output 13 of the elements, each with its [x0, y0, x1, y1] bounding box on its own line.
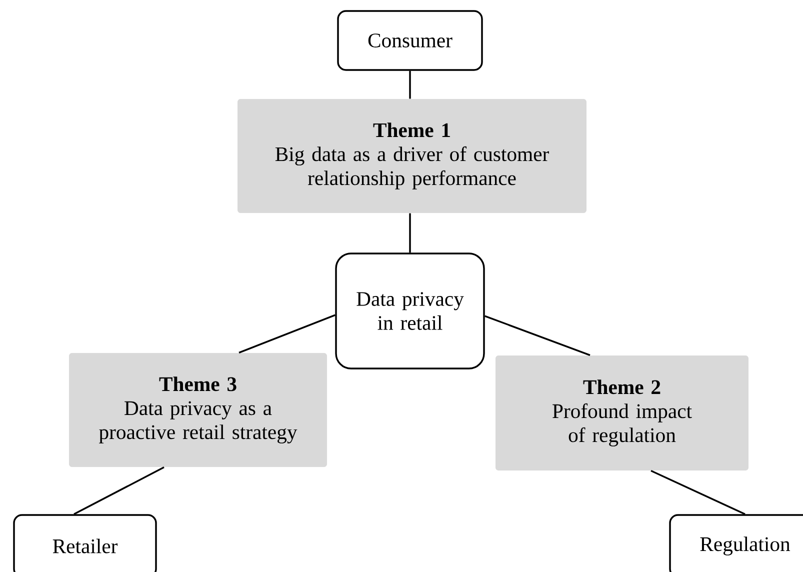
- rounded-box: Data privacy in retail: [335, 252, 485, 370]
- connector-line: [409, 213, 411, 253]
- connector-line: [650, 470, 746, 515]
- connector-line: [74, 466, 164, 515]
- theme-box: Theme 1 Big data as a driver of customer relationship performance: [238, 99, 586, 213]
- rounded-box: Retailer: [13, 514, 157, 572]
- rounded-box: Regulation: [669, 514, 803, 572]
- theme-box: Theme 3 Data privacy as a proactive retail strategy: [69, 353, 327, 467]
- connector-line: [238, 314, 336, 354]
- connector-line: [484, 315, 590, 356]
- connector-line: [409, 70, 411, 99]
- theme-box: Theme 2 Profound impact of regulation: [496, 356, 748, 470]
- rounded-box: Consumer: [337, 10, 483, 71]
